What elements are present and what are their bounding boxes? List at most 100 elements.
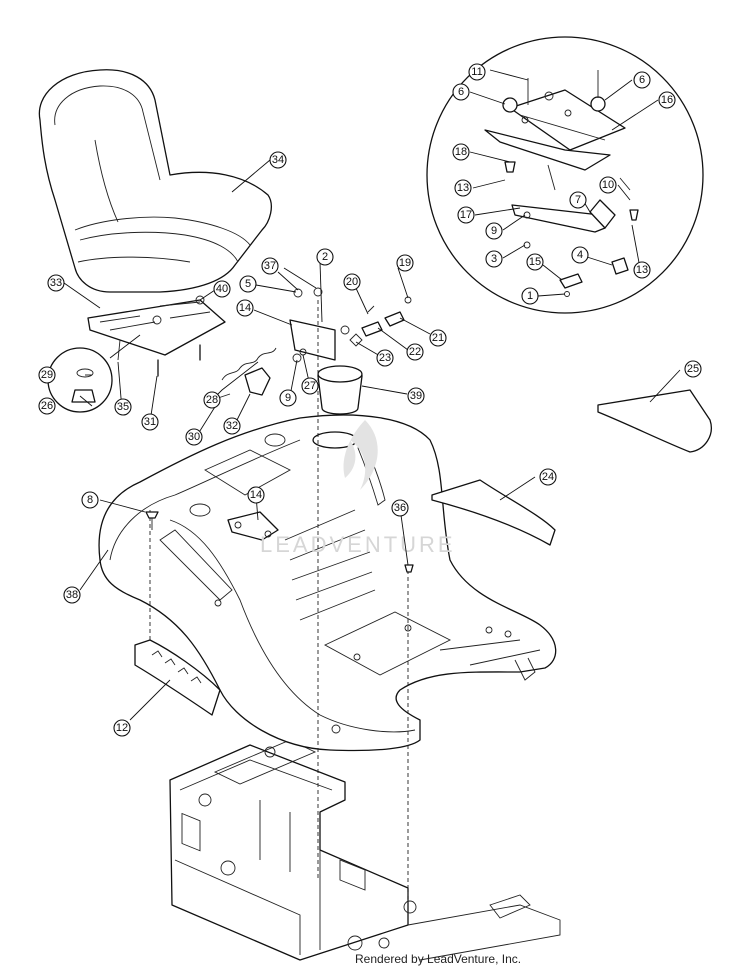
callout-8: 8 xyxy=(81,491,99,509)
callout-33: 33 xyxy=(47,274,65,292)
watermark: LEADVENTURE xyxy=(260,420,456,557)
svg-text:19: 19 xyxy=(399,257,411,269)
callout-28: 28 xyxy=(203,391,221,409)
svg-text:23: 23 xyxy=(379,352,391,364)
svg-text:9: 9 xyxy=(491,225,497,237)
callout-26: 26 xyxy=(38,397,56,415)
callout-6-right: 6 xyxy=(633,71,651,89)
svg-text:22: 22 xyxy=(409,346,421,358)
cup-holder xyxy=(317,365,363,415)
svg-text:26: 26 xyxy=(41,400,53,412)
svg-text:1: 1 xyxy=(527,290,533,302)
floor-panels xyxy=(431,389,712,546)
callout-18: 18 xyxy=(452,143,470,161)
svg-text:17: 17 xyxy=(460,209,472,221)
callout-23: 23 xyxy=(376,349,394,367)
leader-lines xyxy=(63,69,681,721)
svg-text:35: 35 xyxy=(117,401,129,413)
bumper-detail xyxy=(47,334,141,413)
screws xyxy=(145,511,414,573)
callout-10: 10 xyxy=(599,176,617,194)
svg-text:21: 21 xyxy=(432,332,444,344)
svg-text:9: 9 xyxy=(285,392,291,404)
svg-text:25: 25 xyxy=(687,363,699,375)
callout-27: 27 xyxy=(301,377,319,395)
svg-text:14: 14 xyxy=(250,489,262,501)
svg-text:28: 28 xyxy=(206,394,218,406)
callout-39: 39 xyxy=(407,387,425,405)
callout-13-left: 13 xyxy=(454,179,472,197)
svg-text:13: 13 xyxy=(457,182,469,194)
callouts: 34 33 40 37 2 19 20 21 22 23 5 14 39 29 … xyxy=(38,63,702,737)
svg-text:12: 12 xyxy=(116,722,128,734)
inset-detail xyxy=(426,36,704,314)
latch-hardware xyxy=(349,296,412,347)
callout-38: 38 xyxy=(63,586,81,604)
seat-pan xyxy=(87,295,226,377)
svg-text:13: 13 xyxy=(636,264,648,276)
svg-text:37: 37 xyxy=(264,260,276,272)
credit-text: Rendered by LeadVenture, Inc. xyxy=(355,952,522,966)
callout-40: 40 xyxy=(213,280,231,298)
fender-bracket xyxy=(227,511,279,541)
callout-22: 22 xyxy=(406,343,424,361)
callout-21: 21 xyxy=(429,329,447,347)
svg-text:40: 40 xyxy=(216,283,228,295)
callout-11: 11 xyxy=(468,63,486,81)
callout-1: 1 xyxy=(521,287,539,305)
callout-12: 12 xyxy=(113,719,131,737)
svg-text:3: 3 xyxy=(491,253,497,265)
callout-29: 29 xyxy=(38,366,56,384)
callout-6-left: 6 xyxy=(452,83,470,101)
callout-34: 34 xyxy=(269,151,287,169)
svg-text:5: 5 xyxy=(245,278,251,290)
svg-text:15: 15 xyxy=(529,256,541,268)
svg-text:33: 33 xyxy=(50,277,62,289)
callout-19: 19 xyxy=(396,254,414,272)
svg-text:38: 38 xyxy=(66,589,78,601)
svg-text:6: 6 xyxy=(639,74,645,86)
svg-text:20: 20 xyxy=(346,276,358,288)
svg-text:14: 14 xyxy=(239,302,251,314)
callout-25: 25 xyxy=(684,360,702,378)
callout-24: 24 xyxy=(539,468,557,486)
svg-text:16: 16 xyxy=(661,94,673,106)
callout-14-top: 14 xyxy=(236,299,254,317)
callout-7: 7 xyxy=(569,191,587,209)
svg-text:8: 8 xyxy=(87,494,93,506)
seat xyxy=(38,69,272,293)
svg-text:7: 7 xyxy=(575,194,581,206)
callout-30: 30 xyxy=(185,428,203,446)
callout-9-left: 9 xyxy=(279,389,297,407)
callout-14-fender: 14 xyxy=(247,486,265,504)
svg-text:31: 31 xyxy=(144,416,156,428)
svg-text:29: 29 xyxy=(41,369,53,381)
callout-4: 4 xyxy=(571,246,589,264)
adjuster-strip xyxy=(134,639,221,716)
svg-text:36: 36 xyxy=(394,502,406,514)
svg-text:24: 24 xyxy=(542,471,554,483)
svg-text:4: 4 xyxy=(577,249,583,261)
frame-chassis xyxy=(169,739,561,961)
svg-text:34: 34 xyxy=(272,154,284,166)
callout-13-right: 13 xyxy=(633,261,651,279)
callout-31: 31 xyxy=(141,413,159,431)
svg-text:10: 10 xyxy=(602,179,614,191)
callout-5: 5 xyxy=(239,275,257,293)
callout-17: 17 xyxy=(457,206,475,224)
fender-body xyxy=(98,414,557,752)
svg-text:2: 2 xyxy=(322,251,328,263)
callout-20: 20 xyxy=(343,273,361,291)
callout-16: 16 xyxy=(658,91,676,109)
svg-text:27: 27 xyxy=(304,380,316,392)
svg-text:6: 6 xyxy=(458,86,464,98)
svg-text:39: 39 xyxy=(410,390,422,402)
callout-37: 37 xyxy=(261,257,279,275)
callout-3: 3 xyxy=(485,250,503,268)
watermark-text: LEADVENTURE xyxy=(260,532,456,557)
svg-text:18: 18 xyxy=(455,146,467,158)
callout-15: 15 xyxy=(526,253,544,271)
callout-9-inset: 9 xyxy=(485,222,503,240)
svg-text:11: 11 xyxy=(471,66,482,78)
